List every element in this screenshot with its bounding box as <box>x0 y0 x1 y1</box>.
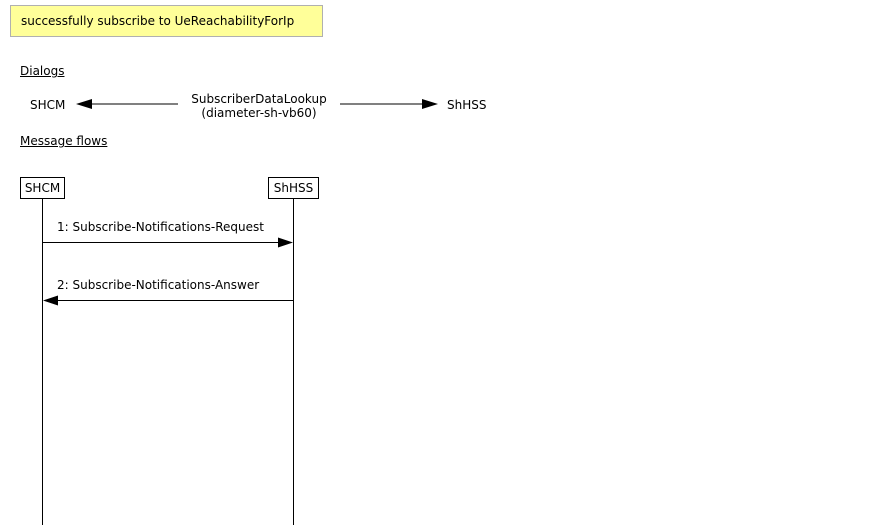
dialog-arrow-right <box>340 99 438 109</box>
message-2-arrow <box>43 295 293 306</box>
dialog-label: SubscriberDataLookup (diameter-sh-vb60) <box>178 92 340 120</box>
message-1-arrow <box>43 237 293 248</box>
dialog-left-participant: SHCM <box>30 98 66 112</box>
dialog-name: SubscriberDataLookup <box>191 92 327 106</box>
dialog-protocol: (diameter-sh-vb60) <box>201 106 317 120</box>
dialog-right-participant: ShHSS <box>447 98 487 112</box>
participant-shhss: ShHSS <box>268 177 319 199</box>
message-flows-heading: Message flows <box>20 134 108 148</box>
dialogs-heading: Dialogs <box>20 64 65 78</box>
message-1-label: 1: Subscribe-Notifications-Request <box>57 220 264 234</box>
scenario-note: successfully subscribe to UeReachability… <box>10 5 323 37</box>
participant-shcm: SHCM <box>20 177 65 199</box>
dialog-arrow-left <box>76 99 178 109</box>
message-2-label: 2: Subscribe-Notifications-Answer <box>57 278 260 292</box>
